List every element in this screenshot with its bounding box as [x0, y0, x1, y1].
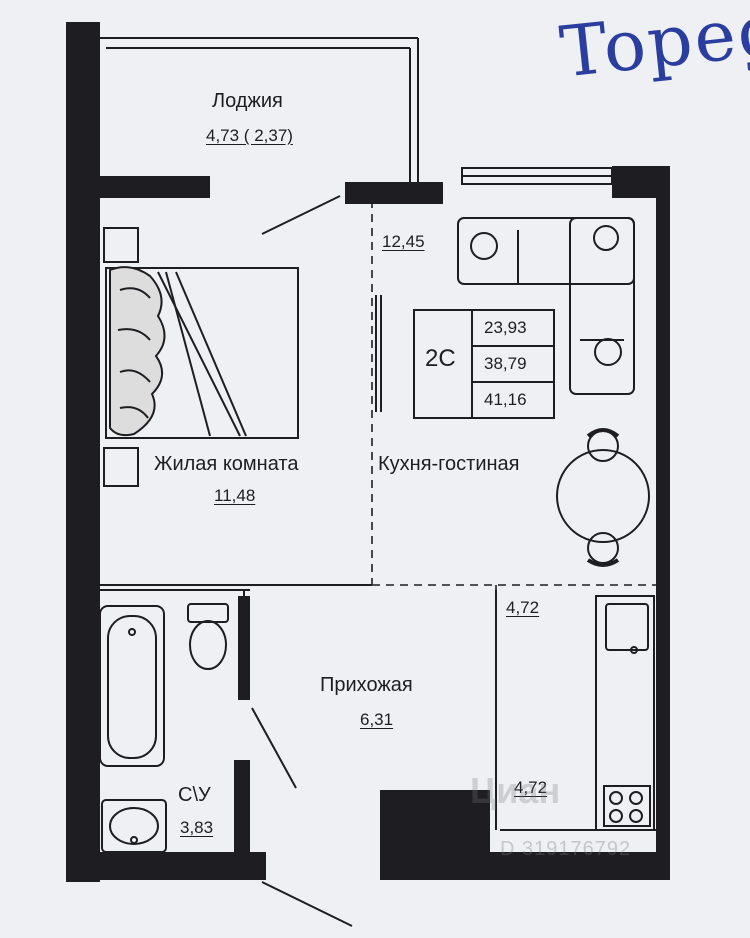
hallway-area: 6,31	[360, 710, 394, 729]
hallway-name: Прихожая	[320, 674, 413, 696]
living-area-total: 23,93	[484, 318, 527, 337]
loggia-area: 4,73 ( 2,37)	[206, 126, 293, 145]
living-room-name: Жилая комната	[154, 453, 299, 475]
loggia-name: Лоджия	[212, 90, 283, 112]
kitchen-living-area: 12,45	[382, 232, 425, 251]
tv	[375, 295, 382, 412]
kitchen-zone-area-lower: 4,72	[514, 778, 548, 797]
sofa	[457, 217, 635, 395]
sink	[101, 799, 167, 853]
living-room-area: 11,48	[214, 486, 256, 505]
bathroom-name: С\У	[178, 784, 211, 806]
outer-walls	[66, 22, 670, 882]
summary-table	[413, 309, 555, 419]
kitchen-zone-area: 4,72	[506, 598, 540, 617]
total-area: 38,79	[484, 354, 527, 373]
window-frame	[461, 167, 613, 185]
doors	[251, 195, 353, 927]
bed	[105, 266, 299, 439]
toilet	[187, 603, 229, 670]
watermark-logo: Циан	[470, 770, 561, 811]
watermark-id: D 319176792	[500, 838, 632, 860]
kitchen-living-name: Кухня-гостиная	[378, 453, 520, 475]
loggia-outline	[98, 37, 419, 182]
zone-separators	[371, 200, 656, 600]
bathtub	[99, 605, 165, 767]
total-area-with-loggia: 41,16	[484, 390, 527, 409]
dining-table	[556, 428, 650, 567]
apartment-type: 2С	[425, 345, 456, 372]
bathroom-area: 3,83	[180, 818, 214, 837]
storage-squares	[103, 227, 139, 487]
bath-wall-dark	[234, 596, 250, 852]
kitchen-counter	[595, 595, 655, 831]
